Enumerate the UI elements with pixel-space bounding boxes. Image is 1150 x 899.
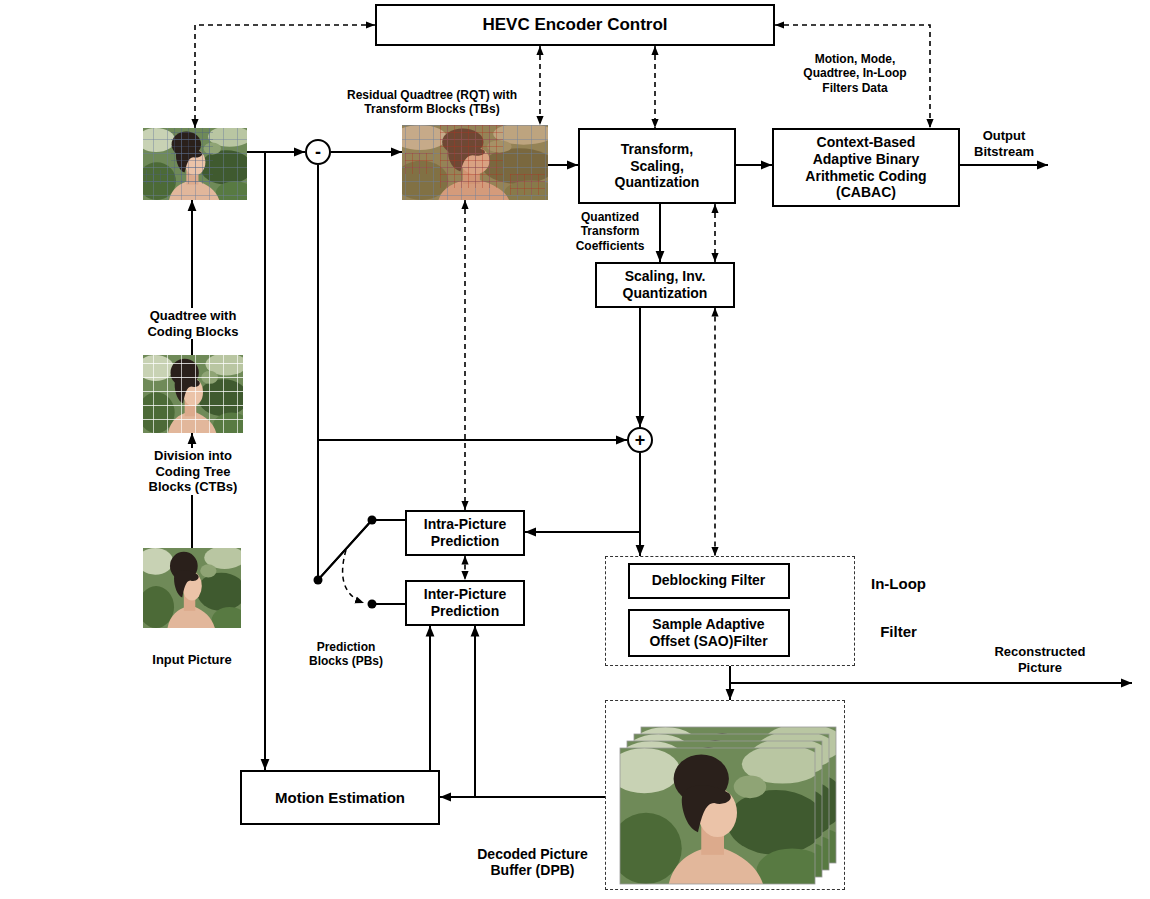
- filter-group: In-Loop FilterDeblocking FilterSample Ad…: [605, 556, 855, 666]
- input-picture: [137, 546, 247, 634]
- output-arrows: [730, 165, 1132, 683]
- control-box: HEVC Encoder Control: [375, 4, 775, 46]
- control-connector: [714, 308, 716, 556]
- control-connector: [714, 204, 716, 262]
- filter-box: Sample Adaptive Offset (SAO)Filter: [628, 609, 790, 657]
- data-connector: [318, 440, 627, 580]
- process-box: Context-Based Adaptive Binary Arithmetic…: [772, 128, 960, 207]
- picture-frame: Input Picture: [143, 548, 241, 628]
- prediction-switch: [314, 516, 406, 609]
- prediction-label: Prediction Blocks (PBs): [296, 640, 396, 669]
- process-box: Intra-Picture Prediction: [405, 510, 525, 556]
- filter-box: Deblocking Filter: [628, 563, 790, 599]
- node-caption: Decoded Picture Buffer (DPB): [466, 846, 600, 880]
- node-caption: Quadtree with Coding Blocks: [137, 308, 249, 339]
- decoded-picture-stack: [609, 724, 849, 894]
- add-node: +: [627, 427, 653, 453]
- node-label: Transform, Scaling, Quantization: [605, 141, 710, 191]
- node-label: HEVC Encoder Control: [482, 15, 667, 35]
- data-connector: [429, 626, 431, 770]
- control-connector: [775, 25, 930, 128]
- data-connector: [639, 308, 641, 427]
- ctb-picture: [137, 353, 250, 438]
- node-label: +: [635, 431, 646, 449]
- node-caption: Residual Quadtree (RQT) with Transform B…: [338, 88, 526, 117]
- data-connector: [729, 666, 731, 700]
- process-box: Scaling, Inv. Quantization: [595, 262, 735, 308]
- data-connector: [247, 152, 265, 770]
- data-connector: [548, 164, 578, 166]
- node-label: Context-Based Adaptive Binary Arithmetic…: [791, 134, 941, 201]
- quadtree-picture: [137, 126, 254, 205]
- edge-label: Motion, Mode, Quadtree, In-Loop Filters …: [788, 52, 922, 95]
- picture-frame: Division into Coding Tree Blocks (CTBs): [143, 355, 243, 433]
- data-connector: [639, 453, 641, 556]
- process-box: Transform, Scaling, Quantization: [578, 128, 736, 204]
- output-label: Output Bitstream: [963, 128, 1045, 159]
- output-label: Reconstructed Picture: [983, 644, 1097, 675]
- node-caption: In-Loop Filter: [862, 560, 936, 656]
- process-box: Inter-Picture Prediction: [405, 580, 525, 626]
- picture-frame: Residual Quadtree (RQT) with Transform B…: [402, 125, 548, 200]
- control-connector: [539, 46, 541, 125]
- node-label: Sample Adaptive Offset (SAO)Filter: [636, 616, 782, 650]
- data-connector: [736, 164, 772, 166]
- data-connector: [331, 151, 402, 153]
- control-connector: [464, 556, 466, 580]
- node-caption: Division into Coding Tree Blocks (CTBs): [138, 448, 248, 495]
- subtract-node: -: [305, 139, 331, 165]
- node-label: Intra-Picture Prediction: [413, 516, 517, 550]
- data-connector: [525, 453, 640, 532]
- node-label: Scaling, Inv. Quantization: [603, 268, 727, 302]
- node-label: -: [315, 143, 321, 161]
- residual-picture: [393, 123, 557, 205]
- control-connector: [654, 46, 656, 128]
- data-connector: [475, 626, 605, 797]
- process-box: Motion Estimation: [240, 770, 440, 825]
- control-connector: [464, 200, 466, 510]
- node-label: Motion Estimation: [275, 789, 405, 807]
- data-connector: [659, 204, 661, 262]
- buffer-group: Decoded Picture Buffer (DPB): [605, 700, 845, 890]
- node-caption: Input Picture: [127, 652, 257, 668]
- node-label: Deblocking Filter: [652, 572, 766, 589]
- node-label: Inter-Picture Prediction: [413, 586, 517, 620]
- edge-label: Quantized Transform Coefficients: [568, 210, 652, 253]
- data-connector: [318, 165, 405, 580]
- picture-frame: Quadtree with Coding Blocks: [143, 128, 247, 200]
